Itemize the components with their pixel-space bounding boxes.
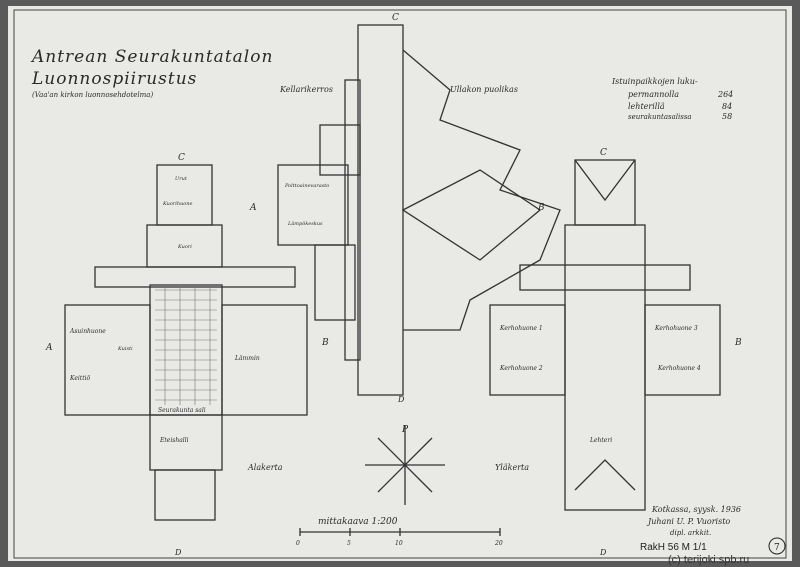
scale-tick: 0 [296, 540, 300, 547]
section-mark: A [249, 203, 257, 213]
room-label: Lehteri [589, 437, 612, 444]
north-arrow [365, 425, 445, 505]
section-mark: D [397, 395, 405, 404]
room-label: Lämpökeskus [287, 221, 323, 227]
scale-tick: 5 [347, 540, 351, 547]
north-label: P [401, 425, 409, 435]
section-mark: D [599, 548, 607, 557]
basement-and-roof-plan [277, 24, 561, 396]
room-label: Kerhohuone 3 [654, 325, 698, 332]
room-label: Lämmin [234, 355, 260, 362]
roof-label: Ullakon puolikas [450, 85, 518, 94]
title-line-1: Antrean Seurakuntatalon [30, 47, 273, 67]
ground-label: Alakerta [247, 463, 283, 472]
watermark: (c) terijoki.spb.ru [668, 554, 749, 566]
section-mark: C [600, 148, 607, 158]
seats-row-label: permannolla [628, 90, 679, 99]
room-label: Asuinhuone [69, 328, 106, 335]
signature-date: Kotkassa, syysk. 1936 [651, 505, 741, 514]
scale-label: mittakaava 1:200 [318, 517, 398, 527]
section-mark: A [45, 343, 53, 353]
basement-label: Kellarikerros [279, 85, 333, 94]
room-label: Kuisti [117, 346, 133, 352]
room-label: Eteishalli [159, 437, 189, 444]
room-label: Polttoainevarasto [284, 183, 329, 189]
room-label: Kuorihuone [162, 201, 193, 207]
seats-row-value: 58 [722, 112, 732, 121]
room-label: Kerhohuone 4 [657, 365, 701, 372]
upper-label: Yläkerta [495, 463, 529, 472]
section-mark: C [178, 153, 185, 163]
archive-ref: RakH 56 M 1/1 [640, 542, 707, 553]
title-line-2: Luonnospiirustus [31, 69, 197, 89]
room-label: Kerhohuone 1 [499, 325, 543, 332]
section-mark: C [392, 13, 399, 23]
title-subtitle: (Vaa'an kirkon luonnosehdotelma) [32, 91, 153, 99]
section-mark: B [537, 203, 545, 213]
room-label: Seurakunta sali [158, 407, 206, 414]
seats-row-value: 264 [717, 90, 733, 99]
seats-heading: Istuinpaikkojen luku- [611, 77, 698, 86]
seats-row-value: 84 [722, 102, 732, 111]
scale-bar [299, 528, 501, 536]
section-mark: D [174, 548, 182, 557]
scale-tick: 20 [494, 540, 503, 547]
room-label: Kuori [177, 244, 192, 250]
ground-floor-plan [64, 164, 308, 521]
signature-name: Juhani U. P. Vuoristo [646, 517, 730, 526]
seats-row-label: lehterillä [628, 102, 665, 111]
seats-row-label: seurakuntasalissa [628, 113, 692, 121]
room-label: Urut [175, 176, 188, 182]
signature-title: dipl. arkkit. [670, 529, 711, 537]
section-mark: B [734, 338, 742, 348]
scale-tick: 10 [395, 540, 403, 547]
room-label: Keittiö [69, 375, 91, 382]
upper-floor-plan [489, 159, 721, 511]
sheet-number: 7 [774, 543, 780, 553]
room-label: Kerhohuone 2 [499, 365, 543, 372]
sheet-number-circle [768, 537, 786, 555]
section-mark: B [321, 338, 329, 348]
